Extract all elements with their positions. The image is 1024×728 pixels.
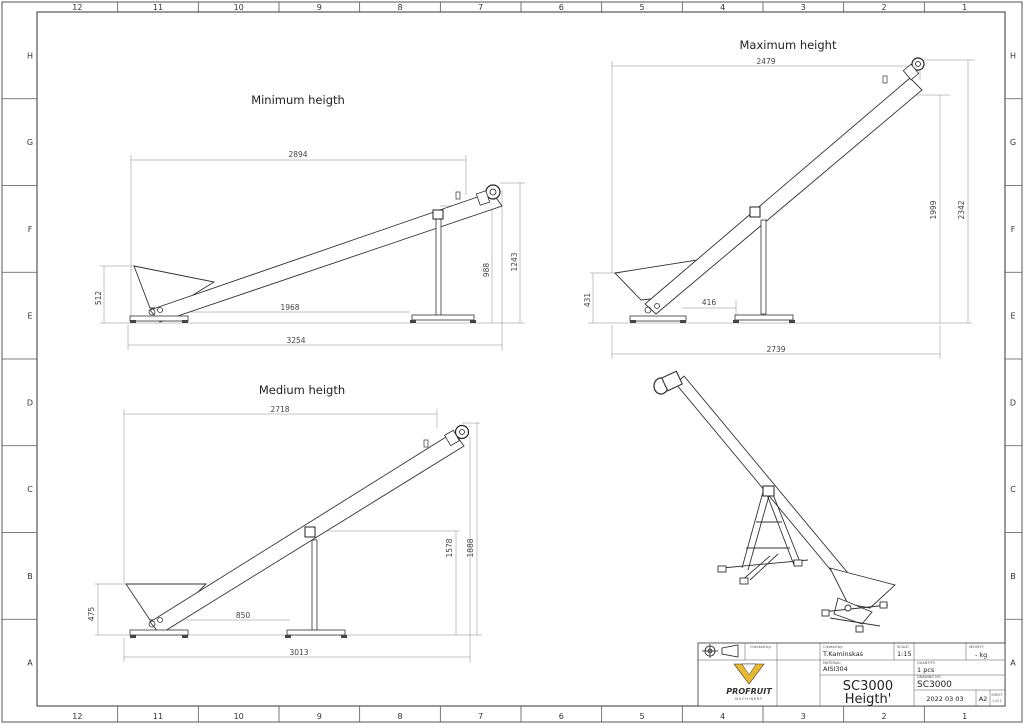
title-block: Checked by: Created by: T.Kaminskas SCAL… — [697, 642, 1006, 707]
med-dim-total-height: 1888 — [466, 538, 475, 557]
zone-col-top: 12 — [72, 3, 82, 12]
weight-label: WEIGHT: — [969, 645, 984, 649]
zone-col-top: 8 — [397, 3, 402, 12]
min-dim-support-height: 988 — [482, 263, 491, 278]
medium-height-view: Medium heigth — [87, 383, 482, 662]
zone-col-bottom: 9 — [317, 712, 322, 721]
scale-label: SCALE: — [897, 645, 909, 649]
zone-col-top: 5 — [639, 3, 644, 12]
scale-value: 1:15 — [897, 650, 912, 658]
drawing-no-value: SC3000 — [917, 680, 952, 690]
drawing-name-line2: Heigth' — [845, 692, 892, 707]
min-dim-total-length: 3254 — [286, 336, 305, 345]
zone-col-bottom: 11 — [153, 712, 163, 721]
med-dim-offset: 850 — [236, 611, 251, 620]
projection-symbol-icon — [702, 644, 739, 658]
drawing-date: 2022 03 03 — [926, 695, 963, 703]
max-dim-total-height: 2342 — [957, 200, 966, 219]
med-view-title: Medium heigth — [259, 383, 345, 397]
zone-col-top: 4 — [720, 3, 725, 12]
zone-col-top: 3 — [801, 3, 806, 12]
checked-by-label: Checked by: — [750, 645, 771, 649]
min-dim-total-height: 1243 — [510, 252, 519, 271]
zone-row-right: B — [1010, 572, 1016, 581]
zone-col-bottom: 12 — [72, 712, 82, 721]
material-label: MATERIAL: — [823, 661, 841, 665]
isometric-view — [653, 370, 896, 633]
zone-row-left: C — [27, 485, 33, 494]
zone-col-bottom: 3 — [801, 712, 806, 721]
zone-col-bottom: 6 — [559, 712, 564, 721]
max-dim-length: 2479 — [756, 57, 775, 66]
logo-text: PROFRUIT — [726, 687, 772, 696]
zone-col-top: 1 — [962, 3, 967, 12]
zone-row-right: G — [1010, 138, 1016, 147]
zone-col-bottom: 7 — [478, 712, 483, 721]
med-dim-length: 2718 — [270, 405, 289, 414]
material-value: AISI304 — [823, 665, 848, 673]
quantity-value: 1 pcs — [917, 666, 935, 674]
zone-row-right: H — [1010, 51, 1016, 60]
maximum-height-view: Maximum height — [583, 38, 975, 359]
min-dim-length: 2894 — [288, 150, 307, 159]
drawing-no-label: DRAWING NO. — [917, 675, 941, 679]
zone-row-right: F — [1011, 225, 1016, 234]
zone-row-right: A — [1010, 659, 1016, 668]
zone-col-bottom: 10 — [234, 712, 244, 721]
med-dim-hopper-height: 475 — [87, 607, 96, 622]
zone-row-left: G — [27, 138, 33, 147]
paper-size: A2 — [979, 695, 988, 703]
zone-col-bottom: 5 — [639, 712, 644, 721]
zone-col-top: 7 — [478, 3, 483, 12]
max-dim-offset: 416 — [702, 298, 717, 307]
logo-subtext: MACHINERY — [735, 697, 763, 701]
zone-col-bottom: 2 — [881, 712, 886, 721]
zone-col-top: 10 — [234, 3, 244, 12]
med-dim-total-length: 3013 — [289, 648, 308, 657]
med-dim-support-height: 1578 — [445, 538, 454, 557]
zone-col-top: 9 — [317, 3, 322, 12]
zone-row-right: C — [1010, 485, 1016, 494]
created-by-value: T.Kaminskas — [822, 650, 864, 658]
max-dim-hopper-height: 431 — [583, 293, 592, 308]
zone-col-bottom: 8 — [397, 712, 402, 721]
min-dim-hopper-height: 512 — [94, 291, 103, 306]
zone-row-left: F — [28, 225, 33, 234]
zone-row-left: B — [27, 572, 33, 581]
zone-row-left: D — [27, 398, 33, 407]
drawing-name-line1: SC3000 — [843, 679, 893, 694]
min-view-title: Minimum heigth — [251, 93, 345, 107]
minimum-height-view: Minimum heigth — [94, 93, 525, 350]
min-dim-offset: 1968 — [280, 303, 299, 312]
zone-row-left: E — [27, 312, 32, 321]
zone-col-bottom: 4 — [720, 712, 725, 721]
zone-row-left: H — [27, 51, 33, 60]
zone-row-right: E — [1010, 312, 1015, 321]
zone-col-top: 11 — [153, 3, 163, 12]
weight-value: - kg — [975, 651, 987, 659]
max-dim-total-length: 2739 — [766, 345, 785, 354]
zone-row-right: D — [1010, 398, 1016, 407]
zone-row-left: A — [27, 659, 33, 668]
profruit-logo: PROFRUIT MACHINERY — [726, 663, 772, 701]
max-view-title: Maximum height — [740, 38, 837, 52]
max-dim-support-height: 1999 — [929, 200, 938, 219]
zone-col-top: 2 — [881, 3, 886, 12]
sheet-label: SHEET — [991, 693, 1003, 697]
sheet-number: 1 of 1 — [992, 699, 1002, 703]
zone-col-top: 6 — [559, 3, 564, 12]
zone-col-bottom: 1 — [962, 712, 967, 721]
quantity-label: QUANTITY: — [917, 661, 936, 665]
created-by-label: Created by: — [823, 645, 843, 649]
